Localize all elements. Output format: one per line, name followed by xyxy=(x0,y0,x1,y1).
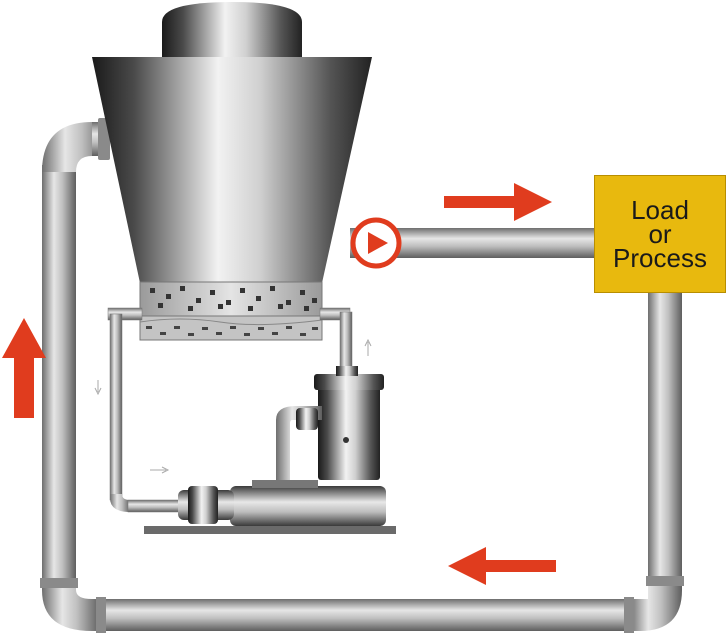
basin-water xyxy=(146,326,318,336)
load-box: Load or Process xyxy=(594,175,726,293)
main-loop-piping xyxy=(40,118,684,633)
flow-arrow-right-icon xyxy=(444,183,552,221)
pump-direction-icon xyxy=(350,217,402,269)
load-box-line1: Load xyxy=(631,195,689,225)
load-box-line2: or xyxy=(648,219,672,249)
flow-arrow-up-icon xyxy=(2,318,46,418)
flow-arrow-left-icon xyxy=(448,547,556,585)
filtration-pump xyxy=(144,366,396,534)
side-stream-piping xyxy=(94,307,372,513)
cooling-tower xyxy=(92,2,372,341)
load-box-line3: Process xyxy=(613,243,707,273)
fill-media xyxy=(150,286,317,311)
